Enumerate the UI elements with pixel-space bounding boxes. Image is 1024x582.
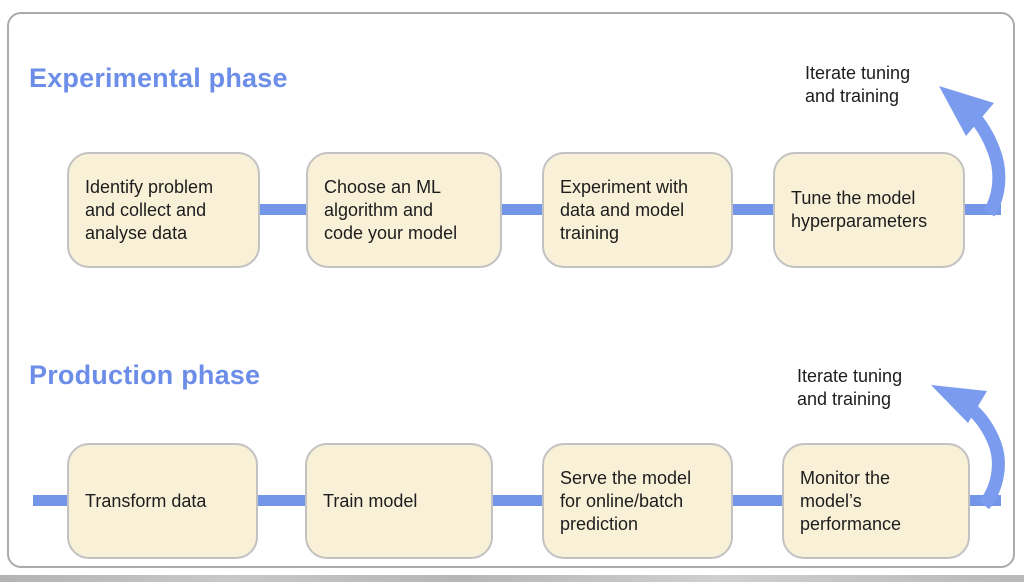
step-box-choose-algorithm: Choose an ML algorithm and code your mod… xyxy=(306,152,502,268)
production-phase-title: Production phase xyxy=(29,360,261,390)
connector xyxy=(258,495,305,506)
iterate-arrow-experimental xyxy=(939,86,1006,217)
step-label: Serve the model for online/batch predict… xyxy=(560,467,692,534)
page-bottom-edge xyxy=(0,575,1024,582)
step-label: Identify problem and collect and analyse… xyxy=(85,176,214,243)
step-label: Train model xyxy=(323,490,418,511)
connector xyxy=(733,495,782,506)
step-label: Transform data xyxy=(85,490,207,511)
iterate-arrowhead-icon xyxy=(931,385,987,423)
iterate-arrowhead-icon xyxy=(939,86,994,136)
step-box-monitor-performance: Monitor the model’s performance xyxy=(782,443,970,559)
iterate-label-experimental: Iterate tuning and training xyxy=(805,63,911,106)
step-box-identify-problem: Identify problem and collect and analyse… xyxy=(67,152,260,268)
iterate-arrow-curve xyxy=(964,401,1005,510)
connector xyxy=(493,495,542,506)
step-label: Monitor the model’s performance xyxy=(800,467,902,534)
iterate-label-production: Iterate tuning and training xyxy=(797,366,903,409)
step-box-train-model: Train model xyxy=(305,443,493,559)
connector xyxy=(260,204,306,215)
step-label: Choose an ML algorithm and code your mod… xyxy=(324,176,458,243)
connector xyxy=(965,204,1001,215)
iterate-arrow-production xyxy=(931,385,1005,510)
step-label: Experiment with data and model training xyxy=(560,176,689,243)
experimental-phase-title: Experimental phase xyxy=(29,63,288,93)
step-box-serve-model: Serve the model for online/batch predict… xyxy=(542,443,733,559)
step-box-experiment-training: Experiment with data and model training xyxy=(542,152,733,268)
step-label: Tune the model hyperparameters xyxy=(791,188,928,231)
connector-inlet xyxy=(33,495,68,506)
step-box-tune-hyperparameters: Tune the model hyperparameters xyxy=(773,152,965,268)
connector xyxy=(733,204,773,215)
step-box-transform-data: Transform data xyxy=(67,443,258,559)
connector xyxy=(502,204,542,215)
